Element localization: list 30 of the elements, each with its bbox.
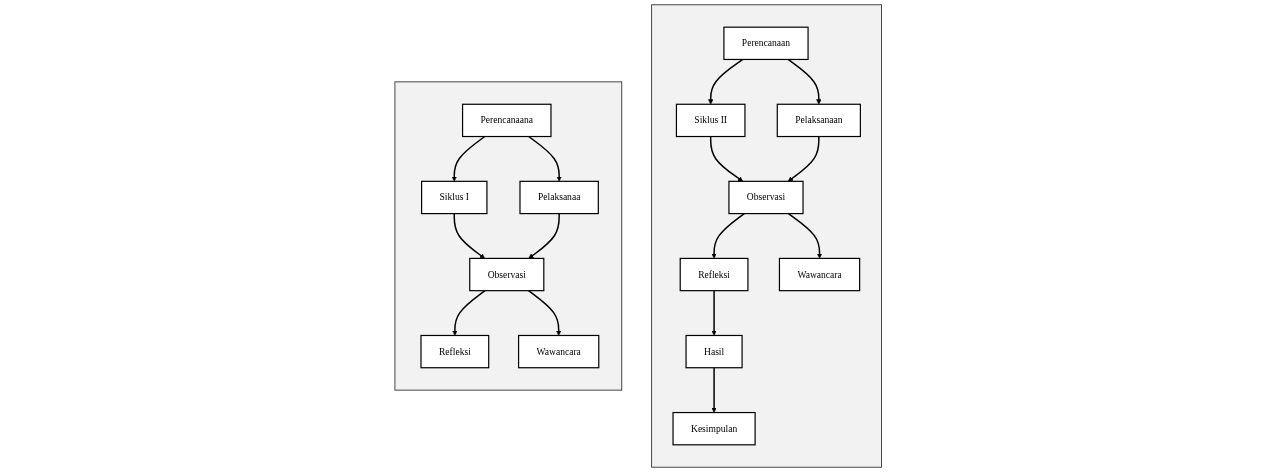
arrow — [711, 289, 717, 336]
node-box: Perencanaan — [723, 26, 809, 61]
arrow — [787, 212, 823, 259]
cluster — [394, 81, 623, 391]
arrow — [528, 212, 561, 259]
arrow — [453, 212, 486, 259]
node-box: Refleksi — [420, 334, 490, 369]
arrow — [787, 58, 822, 105]
node-box: Pelaksanaan — [776, 103, 862, 138]
arrow — [452, 289, 487, 336]
node-box: Refleksi — [679, 257, 749, 292]
arrow — [528, 289, 562, 336]
arrow — [788, 135, 820, 182]
node-box: Perencanaana — [462, 103, 552, 138]
node-box: Wawancara — [518, 334, 600, 369]
arrow — [711, 367, 717, 413]
node-box: Pelaksanaa — [519, 180, 600, 215]
arrow — [528, 135, 563, 182]
node-box: Kesimpulan — [672, 411, 756, 446]
arrow — [708, 58, 744, 105]
node-box: Observasi — [728, 180, 804, 215]
arrow — [711, 212, 746, 259]
node-box: Wawancara — [779, 257, 861, 292]
cluster — [651, 4, 883, 468]
node-box: Siklus II — [676, 103, 746, 138]
arrow — [710, 135, 744, 182]
node-box: Hasil — [685, 334, 743, 369]
node-box: Siklus I — [421, 180, 488, 215]
node-box: Observasi — [469, 257, 545, 292]
arrow — [451, 135, 486, 182]
